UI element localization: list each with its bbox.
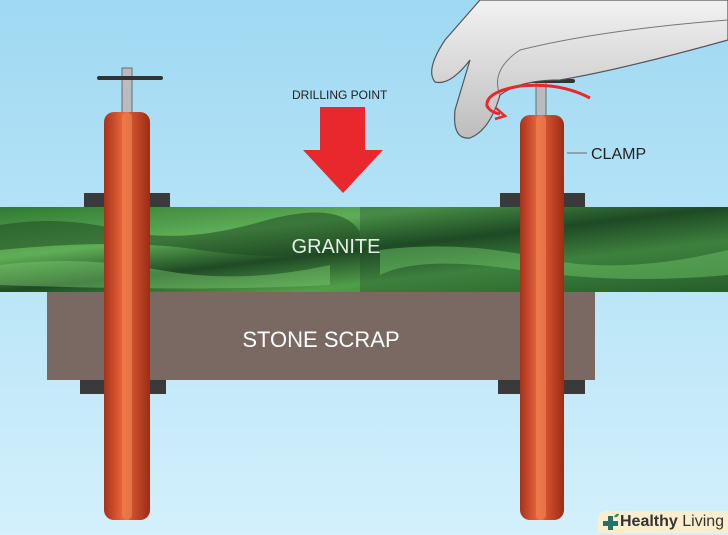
left-clamp — [97, 67, 163, 520]
drilling-point-label: DRILLING POINT — [292, 88, 388, 102]
right-clamp — [507, 71, 587, 520]
logo-text-bold: Healthy — [620, 513, 678, 530]
healthy-living-logo: Healthy Living — [598, 511, 728, 533]
drilling-arrow-icon — [303, 107, 383, 193]
rotate-arrow-icon — [485, 83, 591, 121]
logo-text-regular: Living — [677, 513, 725, 530]
plus-leaf-icon — [603, 513, 619, 530]
clamp-label: CLAMP — [591, 146, 647, 163]
gloved-hand — [431, 0, 728, 139]
granite-label: GRANITE — [291, 236, 381, 258]
stone-scrap-label: STONE SCRAP — [242, 327, 400, 352]
